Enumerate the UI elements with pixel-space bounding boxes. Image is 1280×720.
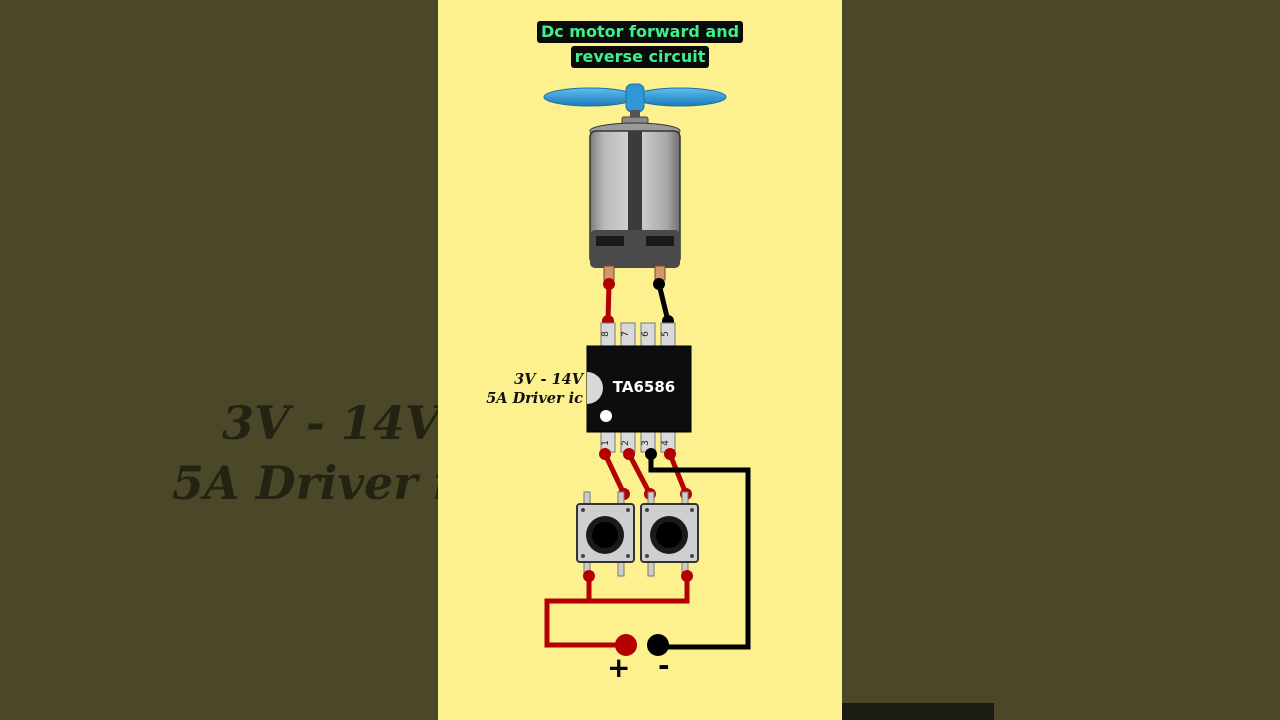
positive-supply-wire [544,570,693,648]
pin-label-5: 5 [661,331,671,337]
motor-wire-negative [653,278,674,327]
title-box: Dc motor forward and reverse circuit [438,21,842,68]
pin-label-7: 7 [621,331,631,337]
negative-terminal [647,634,669,656]
driver-label-current: 5A Driver ic [486,390,583,407]
ic-part-number: TA6586 [612,378,676,396]
push-button-forward [576,491,635,577]
background-label-line2: 5A Driver ic [172,456,480,510]
pin-label-1: 1 [601,440,611,446]
motor-wire-positive [602,278,615,327]
positive-label: + [607,651,631,684]
push-button-reverse [640,491,699,577]
positive-terminal [615,634,637,656]
ic-pins-bottom: 1 2 3 4 [600,429,676,453]
pin-label-3: 3 [641,440,651,446]
background-bar [842,703,994,720]
dc-motor-icon [589,110,681,281]
negative-label: - [658,649,670,682]
pin-label-2: 2 [621,440,631,446]
pin-label-6: 6 [641,331,651,337]
pin-label-4: 4 [661,440,671,446]
title-line-2: reverse circuit [570,46,710,68]
ic-pins-top: 8 7 6 5 [600,322,676,349]
title-line-1: Dc motor forward and [536,21,744,43]
pin-label-8: 8 [601,331,611,337]
driver-label-voltage: 3V - 14V [514,371,583,388]
fan-icon [543,83,727,113]
driver-ic-chip [586,345,692,433]
driver-ic-label: 3V - 14V 5A Driver ic [468,370,583,408]
ground-wire [645,448,751,650]
background-label-line1: 3V - 14V [222,396,441,450]
